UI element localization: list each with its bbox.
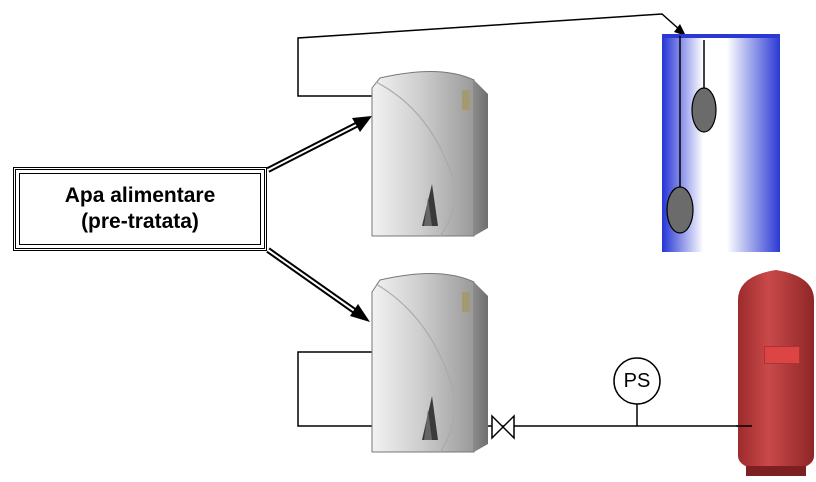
feed-water-subtitle: (pre-tratata) — [81, 210, 199, 233]
recirculation-line-lower — [297, 351, 372, 427]
gate-valve-icon — [491, 414, 515, 440]
red-pressure-vessel-icon — [736, 270, 814, 476]
feed-line-lower — [266, 247, 370, 322]
water-treatment-unit-lower — [371, 273, 488, 453]
water-treatment-unit-upper — [371, 71, 488, 237]
feed-water-title: Apa alimentare — [64, 184, 216, 207]
pressure-switch-label: PS — [623, 370, 651, 392]
recirculation-line-upper — [297, 13, 681, 97]
arrow-head-to-tank — [674, 24, 686, 36]
vessel-label-plate — [764, 346, 800, 364]
feed-water-box: Apa alimentare (pre-tratata) — [13, 167, 267, 251]
pressure-switch-gauge — [613, 357, 661, 426]
feed-line-upper — [266, 116, 372, 173]
blue-storage-tank-icon — [662, 34, 780, 252]
